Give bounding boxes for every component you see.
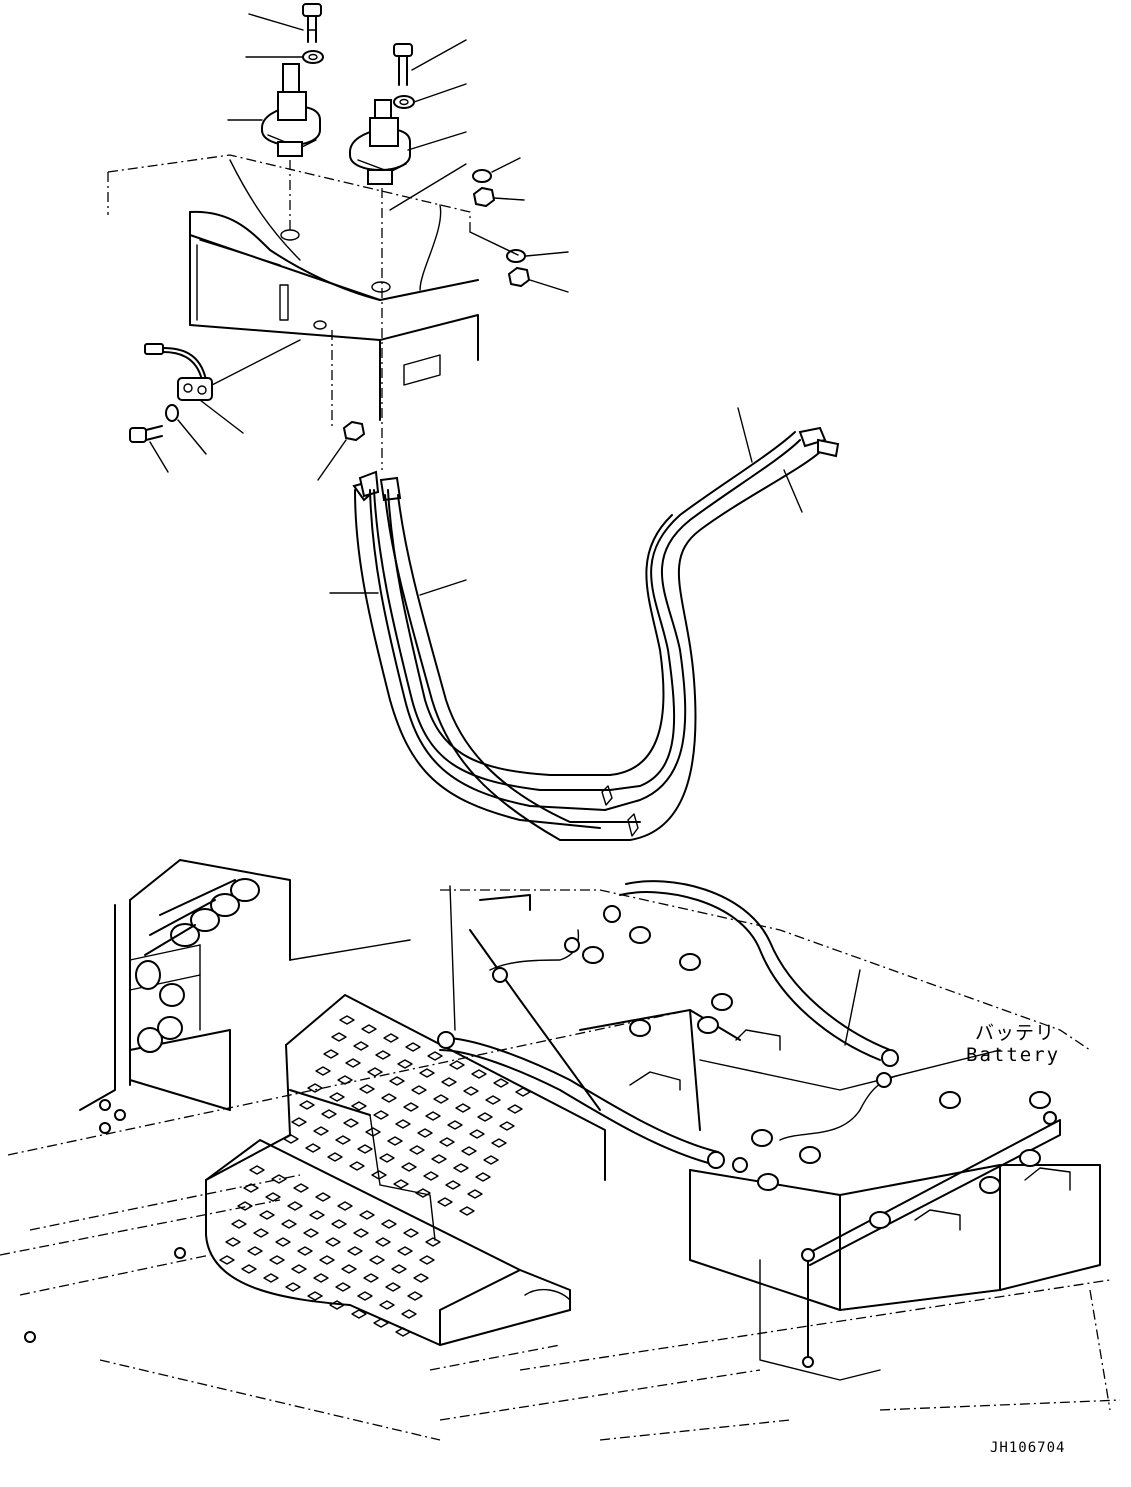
screw-washer [165,404,179,422]
mounting-screw [129,425,163,443]
leader-lines-cables [329,407,803,596]
machine-frame [0,859,1121,1441]
relay-mounting-bracket [107,154,479,421]
access-step [205,994,606,1346]
nut-1 [472,186,496,208]
sensor-harness [144,339,301,401]
cable-nut [342,420,366,442]
lock-washer-2 [506,249,526,263]
hydraulic-fittings [24,878,260,1343]
battery-caps [582,926,1051,1229]
leader-lines-bottom [449,885,861,1046]
washer-1 [302,50,324,64]
relay-bolt-1 [302,3,322,43]
lock-washer-1 [472,169,492,183]
leader-lines-left [149,330,347,481]
leader-lines-top [227,13,569,293]
battery-relay-right [349,99,411,470]
battery-relay-left [261,63,321,232]
drawing-number: JH106704 [990,1440,1066,1456]
battery-handles [629,1029,1071,1231]
battery-cables [352,426,840,841]
battery-pack [440,889,1101,1381]
washer-2 [393,95,415,109]
step-tread-holes [219,1015,531,1337]
nut-2 [507,266,531,288]
battery-label-english: Battery [966,1044,1061,1066]
battery-link-cables [437,880,901,1173]
battery-label-japanese: バッテリ [975,1022,1056,1044]
relay-bolt-2 [393,43,413,86]
